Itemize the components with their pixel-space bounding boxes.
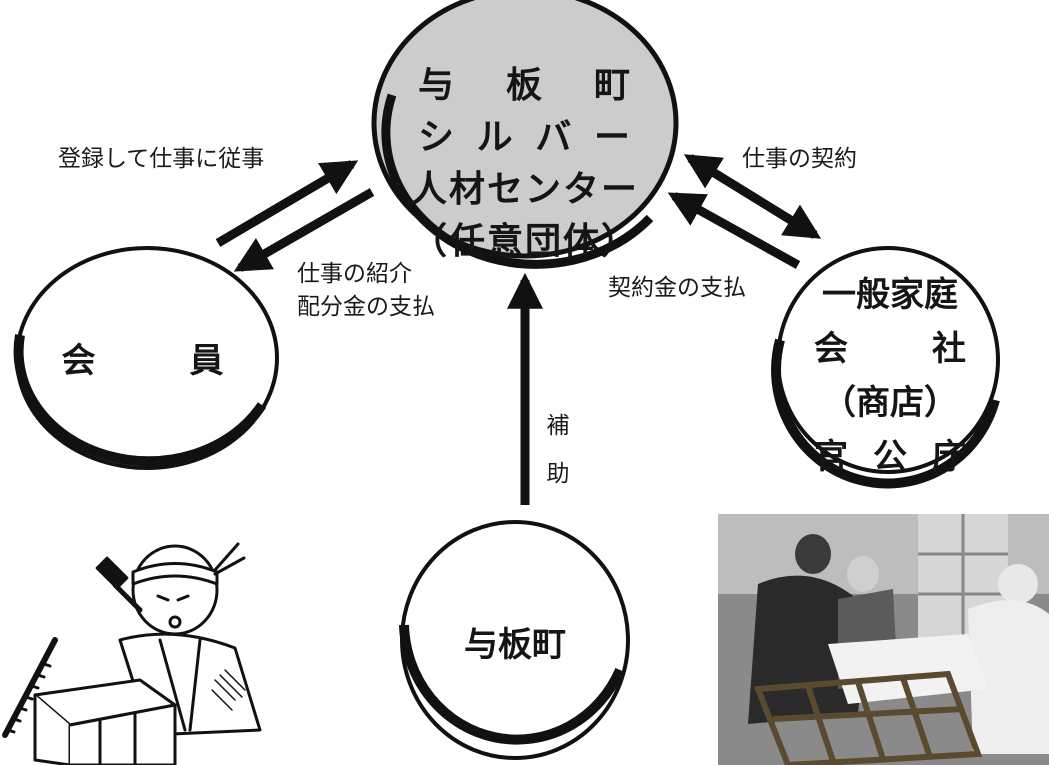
- photo-person-body-3: [968, 600, 1049, 754]
- center-char: 与: [418, 65, 457, 106]
- worker-eyes: [156, 594, 190, 602]
- worker-head: [131, 544, 219, 636]
- subsidy-char-2: 助: [546, 461, 570, 487]
- center-char: ル: [476, 117, 515, 158]
- center-line-3: 人材センター: [410, 169, 639, 210]
- introduce-label-line-2: 配分金の支払: [297, 294, 435, 320]
- center-line-2: シ ル バ ー: [400, 112, 650, 164]
- hammer-handle: [112, 582, 143, 613]
- center-line-4: （任意団体）: [410, 221, 639, 262]
- client-node-shadow: [771, 338, 1000, 489]
- center-char: 板: [505, 65, 544, 106]
- center-node-label: 与 板 町 シ ル バ ー 人材センター （任意団体）: [400, 60, 650, 268]
- contract-label: 仕事の契約: [742, 146, 857, 172]
- town-node-label: 与板町: [464, 625, 566, 665]
- photo-person-head-3: [998, 564, 1038, 604]
- photo-lattice-frame: [753, 670, 983, 765]
- client-line-1: 一般家庭: [822, 275, 958, 315]
- photo-white-panel: [828, 634, 988, 704]
- hammer-head: [95, 556, 129, 590]
- client-char: 会: [814, 329, 848, 369]
- client-char: 社: [932, 329, 966, 369]
- center-char: 町: [593, 65, 632, 106]
- introduce-arrow: [233, 188, 375, 272]
- worker-mouth: [168, 615, 182, 629]
- center-char: バ: [535, 117, 574, 158]
- saw-teeth: [6, 662, 52, 734]
- client-line-3: （商店）: [822, 383, 958, 423]
- contract-arrow: [683, 154, 822, 239]
- client-line-4: 官 公 庁: [790, 430, 990, 484]
- client-char: 庁: [932, 437, 966, 477]
- center-char: シ: [418, 117, 457, 158]
- member-node-label: 会 員: [61, 341, 254, 381]
- payment-arrow: [667, 192, 801, 269]
- worker-headband: [131, 562, 219, 586]
- member-node-shadow: [13, 334, 267, 467]
- headband-knot: [213, 542, 246, 576]
- center-char: ー: [593, 117, 632, 158]
- carpenter-illustration: [2, 542, 262, 765]
- center-line-1: 与 板 町: [400, 60, 650, 112]
- client-line-2: 会 社: [790, 322, 990, 376]
- register-arrow: [215, 160, 359, 247]
- wooden-box-front: [68, 703, 177, 765]
- subsidy-label: 補 助: [543, 402, 573, 498]
- payment-label: 契約金の支払: [608, 275, 746, 301]
- photo-person-head-1: [795, 534, 831, 574]
- photo-person-head-2: [847, 556, 879, 592]
- center-node-circle: [371, 0, 679, 259]
- register-label: 登録して仕事に従事: [58, 146, 265, 172]
- introduce-label: 仕事の紹介 配分金の支払: [297, 258, 435, 324]
- client-char: 公: [873, 437, 907, 477]
- worker-jacket-lines: [158, 638, 202, 732]
- town-node-shadow: [399, 624, 625, 745]
- workshop-photo: [718, 514, 1049, 765]
- sleeve-hatching: [211, 669, 246, 711]
- introduce-label-line-1: 仕事の紹介: [297, 261, 412, 287]
- subsidy-char-1: 補: [546, 413, 570, 439]
- client-char: 官: [814, 437, 848, 477]
- wooden-box-planks: [98, 711, 137, 765]
- center-node-shadow: [381, 93, 654, 269]
- client-node-label: 一般家庭 会 社 （商店） 官 公 庁: [790, 268, 990, 484]
